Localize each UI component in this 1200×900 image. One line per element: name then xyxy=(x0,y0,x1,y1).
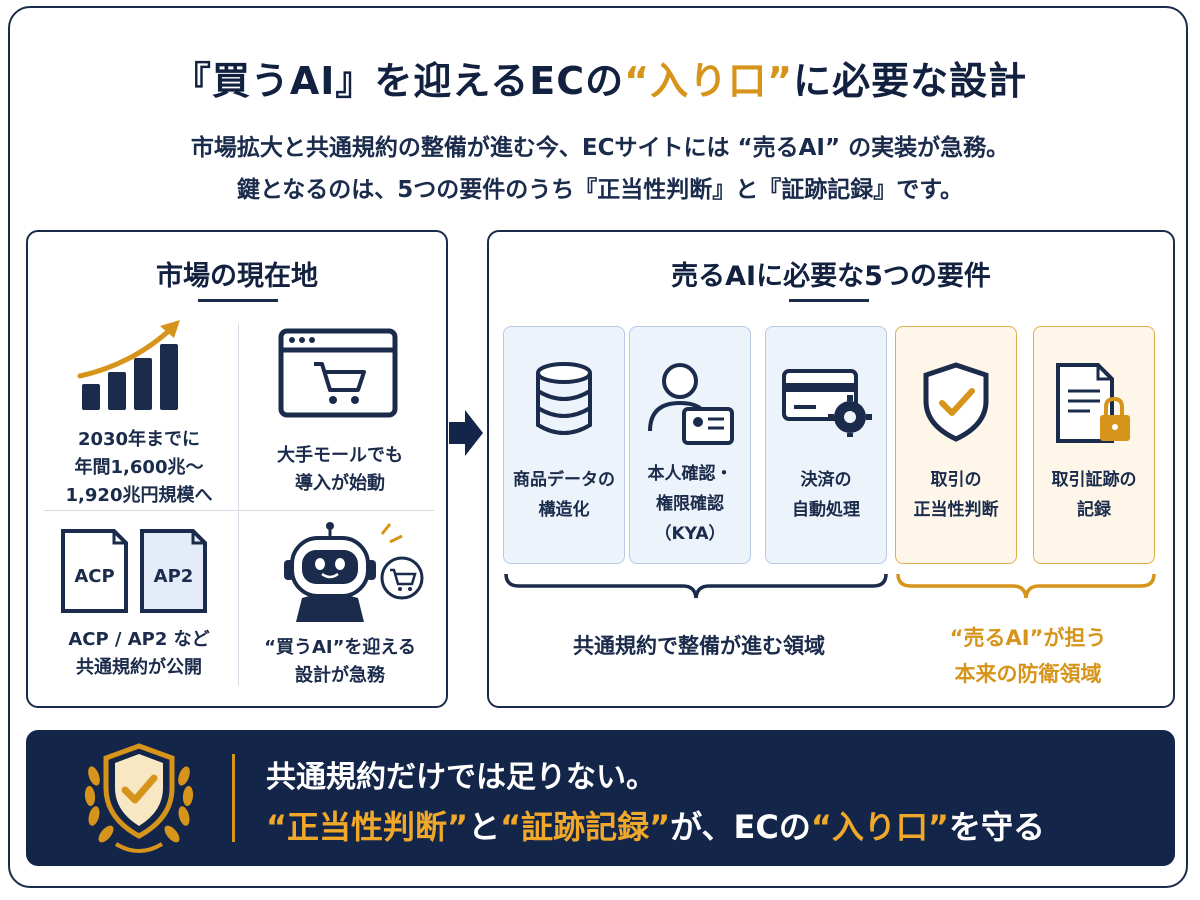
subtitle-line-2: 鍵となるのは、5つの要件のうち『正当性判断』と『証跡記録』です。 xyxy=(236,177,963,203)
document-lock-icon xyxy=(1056,363,1130,443)
quadrant-divider-vertical xyxy=(238,324,239,686)
defense-area-label: “売るAI”が担う 本来の防衛領域 xyxy=(949,626,1107,686)
conclusion-banner: 共通規約だけでは足りない。 “正当性判断”と“証跡記録”が、ECの“入り口”を守… xyxy=(26,730,1175,866)
requirement-card-kya: 本人確認・ 権限確認 （KYA） xyxy=(629,326,751,564)
page-title: 『買うAI』を迎えるECの“入り口”に必要な設計 xyxy=(172,59,1028,103)
requirement-card-audit-trail: 取引証跡の 記録 xyxy=(1033,326,1155,564)
market-title-underline xyxy=(198,299,278,302)
common-area-label: 共通規約で整備が進む領域 xyxy=(573,634,825,658)
growth-chart-icon xyxy=(77,320,180,410)
database-icon xyxy=(536,362,592,435)
market-item-3-text: ACP / AP2 など 共通規約が公開 xyxy=(68,629,210,678)
doc-label-acp: ACP xyxy=(74,566,115,587)
common-area-brace xyxy=(504,573,888,599)
market-item-4-text: “買うAI”を迎える 設計が急務 xyxy=(264,637,416,686)
banner-line-2: “正当性判断”と“証跡記録”が、ECの“入り口”を守る xyxy=(266,808,1045,846)
id-card-person-icon xyxy=(648,363,734,445)
defense-area-brace xyxy=(896,573,1156,599)
doc-label-ap2: AP2 xyxy=(153,566,194,587)
laurel-shield-icon xyxy=(84,743,194,853)
market-panel: 市場の現在地 2030年までに 年間1,600兆～ 1,920兆円規模へ 大手モ… xyxy=(26,230,448,708)
credit-card-gear-icon xyxy=(782,369,872,439)
banner-divider xyxy=(232,754,235,842)
shopping-cart-browser-icon xyxy=(278,328,398,418)
requirements-panel-title: 売るAIに必要な5つの要件 xyxy=(671,261,991,292)
subtitle-line-1: 市場拡大と共通規約の整備が進む今、ECサイトには “売るAI” の実装が急務。 xyxy=(190,135,1010,161)
banner-line-1: 共通規約だけでは足りない。 xyxy=(266,760,656,795)
requirement-card-product-data: 商品データの 構造化 xyxy=(503,326,625,564)
protocol-documents-icon xyxy=(61,529,207,613)
requirements-panel: 売るAIに必要な5つの要件 商品データの 構造化 xyxy=(487,230,1175,708)
requirement-card-payment: 決済の 自動処理 xyxy=(765,326,887,564)
requirements-title-underline xyxy=(789,299,869,302)
quadrant-divider-horizontal xyxy=(44,510,434,511)
requirement-card-legitimacy: 取引の 正当性判断 xyxy=(895,326,1017,564)
shield-check-icon xyxy=(923,362,989,442)
shopping-robot-icon xyxy=(284,522,424,622)
market-item-2-text: 大手モールでも 導入が始動 xyxy=(277,445,403,494)
arrow-right-icon xyxy=(449,410,483,456)
market-item-1-text: 2030年までに 年間1,600兆～ 1,920兆円規模へ xyxy=(65,429,213,506)
market-panel-title: 市場の現在地 xyxy=(156,261,318,292)
